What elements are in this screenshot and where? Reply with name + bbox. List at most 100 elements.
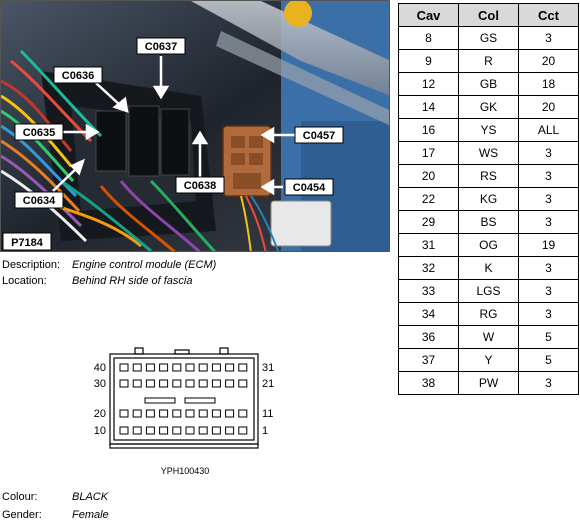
cell-cav: 9 [398, 49, 459, 73]
label-c0454: C0454 [293, 182, 326, 194]
pin-cavity [225, 409, 235, 418]
cell-col: BS [458, 210, 519, 234]
cell-cav: 38 [398, 371, 459, 395]
label-c0637: C0637 [145, 41, 177, 53]
cell-cct: 3 [518, 187, 579, 211]
pin-label-1: 1 [262, 425, 268, 437]
pin-cavity [185, 379, 195, 388]
cell-cct: 20 [518, 95, 579, 119]
pin-cavity [198, 426, 208, 435]
cell-cct: 3 [518, 256, 579, 280]
connector-face-svg: 40 31 30 21 20 11 10 1 YPH100430 [94, 347, 274, 476]
pin-cavity [172, 379, 182, 388]
description-row: Description:Engine control module (ECM) [2, 258, 216, 273]
connector-face-diagram: 40 31 30 21 20 11 10 1 YPH100430 [80, 340, 280, 485]
pin-cavity [119, 379, 129, 388]
label-c0457: C0457 [303, 130, 335, 142]
cell-cav: 17 [398, 141, 459, 165]
cell-cav: 29 [398, 210, 459, 234]
cell-col: GK [458, 95, 519, 119]
pin-cavity [159, 379, 169, 388]
cell-col: GB [458, 72, 519, 96]
cell-cct: 3 [518, 279, 579, 303]
label-c0634: C0634 [23, 195, 56, 207]
pin-cavity [145, 426, 155, 435]
cell-col: OG [458, 233, 519, 257]
cell-cav: 37 [398, 348, 459, 372]
pin-cavity [172, 426, 182, 435]
colour-row: Colour: BLACK [2, 490, 108, 505]
colour-label: Colour: [2, 491, 38, 503]
label-c0635: C0635 [23, 127, 55, 139]
cell-cct: 20 [518, 49, 579, 73]
label-c0636: C0636 [62, 70, 94, 82]
pin-cavity [211, 363, 221, 372]
pin-label-30: 30 [94, 378, 106, 390]
label-c0638: C0638 [184, 180, 216, 192]
cell-cav: 22 [398, 187, 459, 211]
cell-cav: 32 [398, 256, 459, 280]
pin-cavity [119, 426, 129, 435]
photo-ref: P7184 [11, 237, 44, 249]
cell-cav: 20 [398, 164, 459, 188]
table-header-row: Cav Col Cct [398, 3, 579, 27]
gender-row: Gender:Female [2, 508, 109, 523]
connector-ref: YPH100430 [161, 466, 210, 476]
cell-cav: 36 [398, 325, 459, 349]
pin-label-11: 11 [262, 408, 273, 420]
cell-col: RG [458, 302, 519, 326]
gender-label: Gender: [2, 509, 42, 521]
pin-cavity [132, 409, 142, 418]
description-value: Engine control module (ECM) [72, 259, 217, 271]
cell-cct: ALL [518, 118, 579, 142]
cell-cct: 3 [518, 26, 579, 50]
cell-cav: 8 [398, 26, 459, 50]
cell-col: R [458, 49, 519, 73]
pin-cavity [238, 426, 248, 435]
header-cct: Cct [518, 3, 579, 27]
pin-cavity [119, 409, 129, 418]
pin-cavity [211, 379, 221, 388]
pin-label-40: 40 [94, 362, 106, 374]
pin-label-31: 31 [262, 362, 274, 374]
cell-cct: 3 [518, 141, 579, 165]
location-row: Location:Behind RH side of fascia [2, 274, 192, 289]
pin-label-20: 20 [94, 408, 106, 420]
colour-value: BLACK [72, 491, 109, 503]
cell-col: YS [458, 118, 519, 142]
pin-cavity [238, 363, 248, 372]
pin-cavity [159, 363, 169, 372]
header-cav: Cav [398, 3, 459, 27]
pin-cavity [225, 379, 235, 388]
cell-col: Y [458, 348, 519, 372]
pin-cavity [198, 363, 208, 372]
cell-col: PW [458, 371, 519, 395]
pin-cavity [145, 379, 155, 388]
pin-cavity [211, 426, 221, 435]
cell-col: GS [458, 26, 519, 50]
cell-cav: 12 [398, 72, 459, 96]
cell-cav: 31 [398, 233, 459, 257]
pin-cavity [145, 409, 155, 418]
pin-label-21: 21 [262, 378, 274, 390]
pin-cavity [185, 426, 195, 435]
pin-cavity [145, 363, 155, 372]
pin-cavity [198, 409, 208, 418]
cell-col: RS [458, 164, 519, 188]
connector-photo: C0637 C0636 C0635 C0634 C0638 C0457 C045… [0, 0, 390, 252]
pin-cavity [238, 409, 248, 418]
cell-cav: 16 [398, 118, 459, 142]
